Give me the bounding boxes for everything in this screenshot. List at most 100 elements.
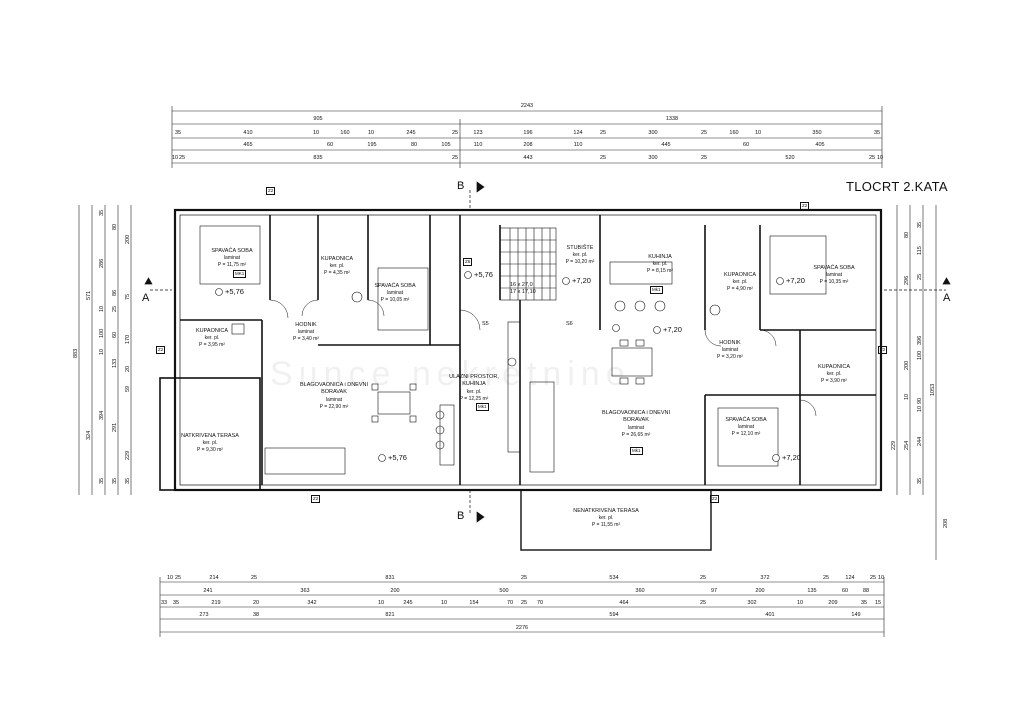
- dim-left: 86: [112, 289, 118, 296]
- dim-left: 286: [99, 258, 105, 268]
- dim-top: 60: [326, 142, 334, 148]
- dim-bottom: 342: [307, 600, 317, 606]
- stair-code: S5: [482, 321, 489, 327]
- dim-bottom: 209: [828, 600, 838, 606]
- dim-right: 10: [917, 405, 923, 412]
- stair-spec: 16 x 27,0: [510, 282, 533, 288]
- window-tag: Z2: [311, 495, 321, 503]
- dim-left: 291: [112, 422, 118, 432]
- level-label: +5,76: [474, 270, 493, 279]
- dim-top: 25: [178, 155, 186, 161]
- level-label: +5,76: [388, 453, 407, 462]
- right-dimension-lines: [896, 205, 937, 560]
- dim-bottom: 60: [841, 588, 849, 594]
- dim-bottom: 154: [469, 600, 479, 606]
- dim-top: 25: [599, 130, 607, 136]
- dim-total-top: 2243: [520, 103, 534, 109]
- staircase: [499, 227, 557, 301]
- uncovered-terrace: [520, 489, 712, 551]
- dim-top: 25: [599, 155, 607, 161]
- dim-bottom: 302: [747, 600, 757, 606]
- dim-bottom: 35: [860, 600, 868, 606]
- dim-top: 445: [661, 142, 671, 148]
- dim-right: 244: [917, 436, 923, 446]
- door-swings: [269, 299, 817, 417]
- dim-right: 229: [891, 440, 897, 450]
- dim-bottom: 831: [385, 575, 395, 581]
- dim-top: 350: [812, 130, 822, 136]
- dim-left: 394: [99, 410, 105, 420]
- dim-top: 195: [367, 142, 377, 148]
- dim-bottom: 10: [377, 600, 385, 606]
- dim-left: 20: [125, 365, 131, 372]
- dim-top: 25: [451, 130, 459, 136]
- dim-bottom: 273: [199, 612, 209, 618]
- dim-top: 35: [873, 130, 881, 136]
- dim-left: 35: [112, 477, 118, 484]
- window-tag: Z2: [156, 346, 166, 354]
- dim-top: 1338: [665, 116, 679, 122]
- window-tag: Z2: [878, 346, 888, 354]
- level-label: +5,76: [225, 287, 244, 296]
- dim-left: 133: [112, 358, 118, 368]
- dim-bottom: 38: [252, 612, 260, 618]
- dim-top: 10: [312, 130, 320, 136]
- dim-top: 160: [340, 130, 350, 136]
- dim-bottom: 35: [172, 600, 180, 606]
- dim-top: 25: [451, 155, 459, 161]
- dim-left: 10: [99, 348, 105, 355]
- dim-top: 25: [700, 130, 708, 136]
- level-markers: [215, 271, 784, 462]
- dim-top: 25: [868, 155, 876, 161]
- dim-bottom: 214: [209, 575, 219, 581]
- dim-top: 25: [700, 155, 708, 161]
- covered-terrace: [159, 377, 261, 491]
- dim-top: 35: [174, 130, 182, 136]
- dim-top: 835: [313, 155, 323, 161]
- dim-bottom: 25: [520, 600, 528, 606]
- dim-right: 254: [904, 440, 910, 450]
- dim-top: 10: [754, 130, 762, 136]
- dim-bottom: 10: [796, 600, 804, 606]
- dim-bottom: 20: [252, 600, 260, 606]
- dim-top: 208: [523, 142, 533, 148]
- dim-right: 10: [904, 393, 910, 400]
- dim-top: 105: [441, 142, 451, 148]
- stair-code: S6: [566, 321, 573, 327]
- dim-top: 410: [243, 130, 253, 136]
- dim-bottom: 25: [250, 575, 258, 581]
- dim-top: 10: [876, 155, 884, 161]
- dim-bottom: 821: [385, 612, 395, 618]
- dim-right: 90: [917, 397, 923, 404]
- dim-bottom: 97: [710, 588, 718, 594]
- section-b-bottom: B: [457, 510, 465, 522]
- dim-bottom: 200: [390, 588, 400, 594]
- dim-top: 905: [313, 116, 323, 122]
- dim-top: 60: [742, 142, 750, 148]
- dim-right: 296: [904, 275, 910, 285]
- dim-bottom: 25: [822, 575, 830, 581]
- dim-bottom: 360: [635, 588, 645, 594]
- dim-bottom: 372: [760, 575, 770, 581]
- dim-bottom: 135: [807, 588, 817, 594]
- dim-right: 80: [904, 231, 910, 238]
- section-a-left: A: [142, 292, 150, 304]
- dim-left: 883: [73, 348, 79, 358]
- dim-bottom: 70: [506, 600, 514, 606]
- dim-bottom: 25: [520, 575, 528, 581]
- dim-right: 115: [917, 246, 923, 255]
- dim-bottom: 594: [609, 612, 619, 618]
- dim-bottom: 534: [609, 575, 619, 581]
- dim-right: 1053: [930, 383, 936, 396]
- dim-bottom: 219: [211, 600, 221, 606]
- dim-left: 75: [125, 293, 131, 300]
- dim-bottom: 25: [174, 575, 182, 581]
- dim-bottom: 88: [862, 588, 870, 594]
- dim-total-bottom: 2276: [515, 625, 529, 631]
- dim-left: 571: [86, 290, 92, 300]
